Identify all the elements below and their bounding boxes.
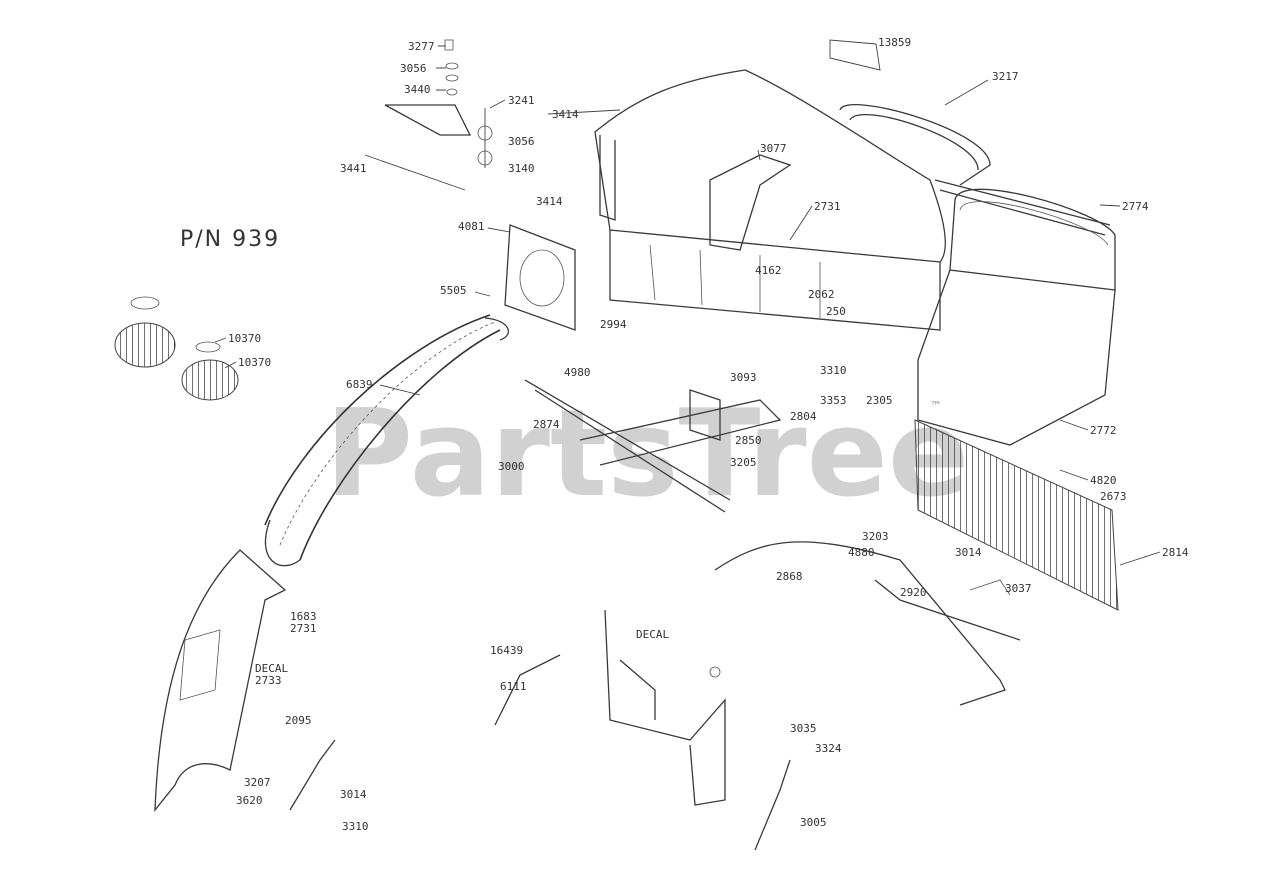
callout-label: 3035 (790, 722, 817, 735)
callout-label: 3000 (498, 460, 525, 473)
callout-label: 6839 (346, 378, 373, 391)
callout-label: DECAL (255, 662, 288, 675)
callout-label: 3014 (340, 788, 367, 801)
callout-label: 6111 (500, 680, 527, 693)
callout-label: 1683 (290, 610, 317, 623)
hopper-cover (594, 69, 946, 331)
callout-label: 13859 (878, 36, 911, 49)
callout-label: 2804 (790, 410, 817, 423)
callout-label: 3205 (730, 456, 757, 469)
callout-label: 2772 (1090, 424, 1117, 437)
callout-label: 2814 (1162, 546, 1189, 559)
callout-labels: 3277 3056 3440 3241 3414 3056 3140 3441 … (228, 36, 1189, 833)
callout-label: 3440 (404, 83, 431, 96)
linkage-assembly (714, 541, 1021, 706)
callout-label: 2994 (600, 318, 627, 331)
leader-lines (214, 39, 1161, 566)
callout-label: 4081 (458, 220, 485, 233)
callout-label: 2733 (255, 674, 282, 687)
callout-label: 3310 (820, 364, 847, 377)
callout-label: 3014 (955, 546, 982, 559)
callout-label: 3310 (342, 820, 369, 833)
callout-label: 3241 (508, 94, 535, 107)
callout-label: 250 (826, 305, 846, 318)
callout-label: 2850 (735, 434, 762, 447)
callout-label: 4820 (1090, 474, 1117, 487)
callout-label: 2673 (1100, 490, 1127, 503)
callout-label: 5505 (440, 284, 467, 297)
callout-label: 10370 (228, 332, 261, 345)
bottom-bracket (604, 609, 726, 806)
grass-bag (917, 188, 1116, 446)
callout-label: 3005 (800, 816, 827, 829)
hardware-stack (364, 39, 493, 191)
part-number-label: P/N 939 (180, 227, 280, 252)
levers (289, 654, 791, 851)
callout-label: 2062 (808, 288, 835, 301)
callout-label: 2305 (866, 394, 893, 407)
callout-label: 3056 (508, 135, 535, 148)
flex-hose (264, 314, 510, 567)
callout-label: 16439 (490, 644, 523, 657)
frame-bars (524, 379, 782, 513)
callout-label: 2868 (776, 570, 803, 583)
handle-bars (839, 104, 1111, 236)
callout-label: 2920 (900, 586, 927, 599)
callout-label: 3207 (244, 776, 271, 789)
callout-label: 3203 (862, 530, 889, 543)
callout-label: 2731 (290, 622, 317, 635)
callout-label: 3414 (536, 195, 563, 208)
callout-label: DECAL (636, 628, 669, 641)
callout-label: 2731 (814, 200, 841, 213)
watermark-trademark: ™ (930, 399, 942, 413)
bag-screen-panel (914, 419, 1119, 611)
callout-label: 3037 (1005, 582, 1032, 595)
callout-label: 4980 (564, 366, 591, 379)
callout-label: 3353 (820, 394, 847, 407)
callout-label: 4162 (755, 264, 782, 277)
chute-plate (504, 224, 576, 331)
callout-label: 3277 (408, 40, 435, 53)
callout-label: 3093 (730, 371, 757, 384)
callout-label: 3414 (552, 108, 579, 121)
callout-label: 10370 (238, 356, 271, 369)
discharge-chute (154, 549, 287, 812)
callout-label: 4880 (848, 546, 875, 559)
callout-label: 2774 (1122, 200, 1149, 213)
callout-label: 3077 (760, 142, 787, 155)
callout-label: 2095 (285, 714, 312, 727)
callout-label: 3620 (236, 794, 263, 807)
callout-label: 2874 (533, 418, 560, 431)
callout-label: 3056 (400, 62, 427, 75)
weights (114, 296, 239, 401)
callout-label: 3140 (508, 162, 535, 175)
callout-label: 3217 (992, 70, 1019, 83)
callout-label: 3441 (340, 162, 367, 175)
watermark: PartsTree (325, 385, 969, 524)
callout-label: 3324 (815, 742, 842, 755)
